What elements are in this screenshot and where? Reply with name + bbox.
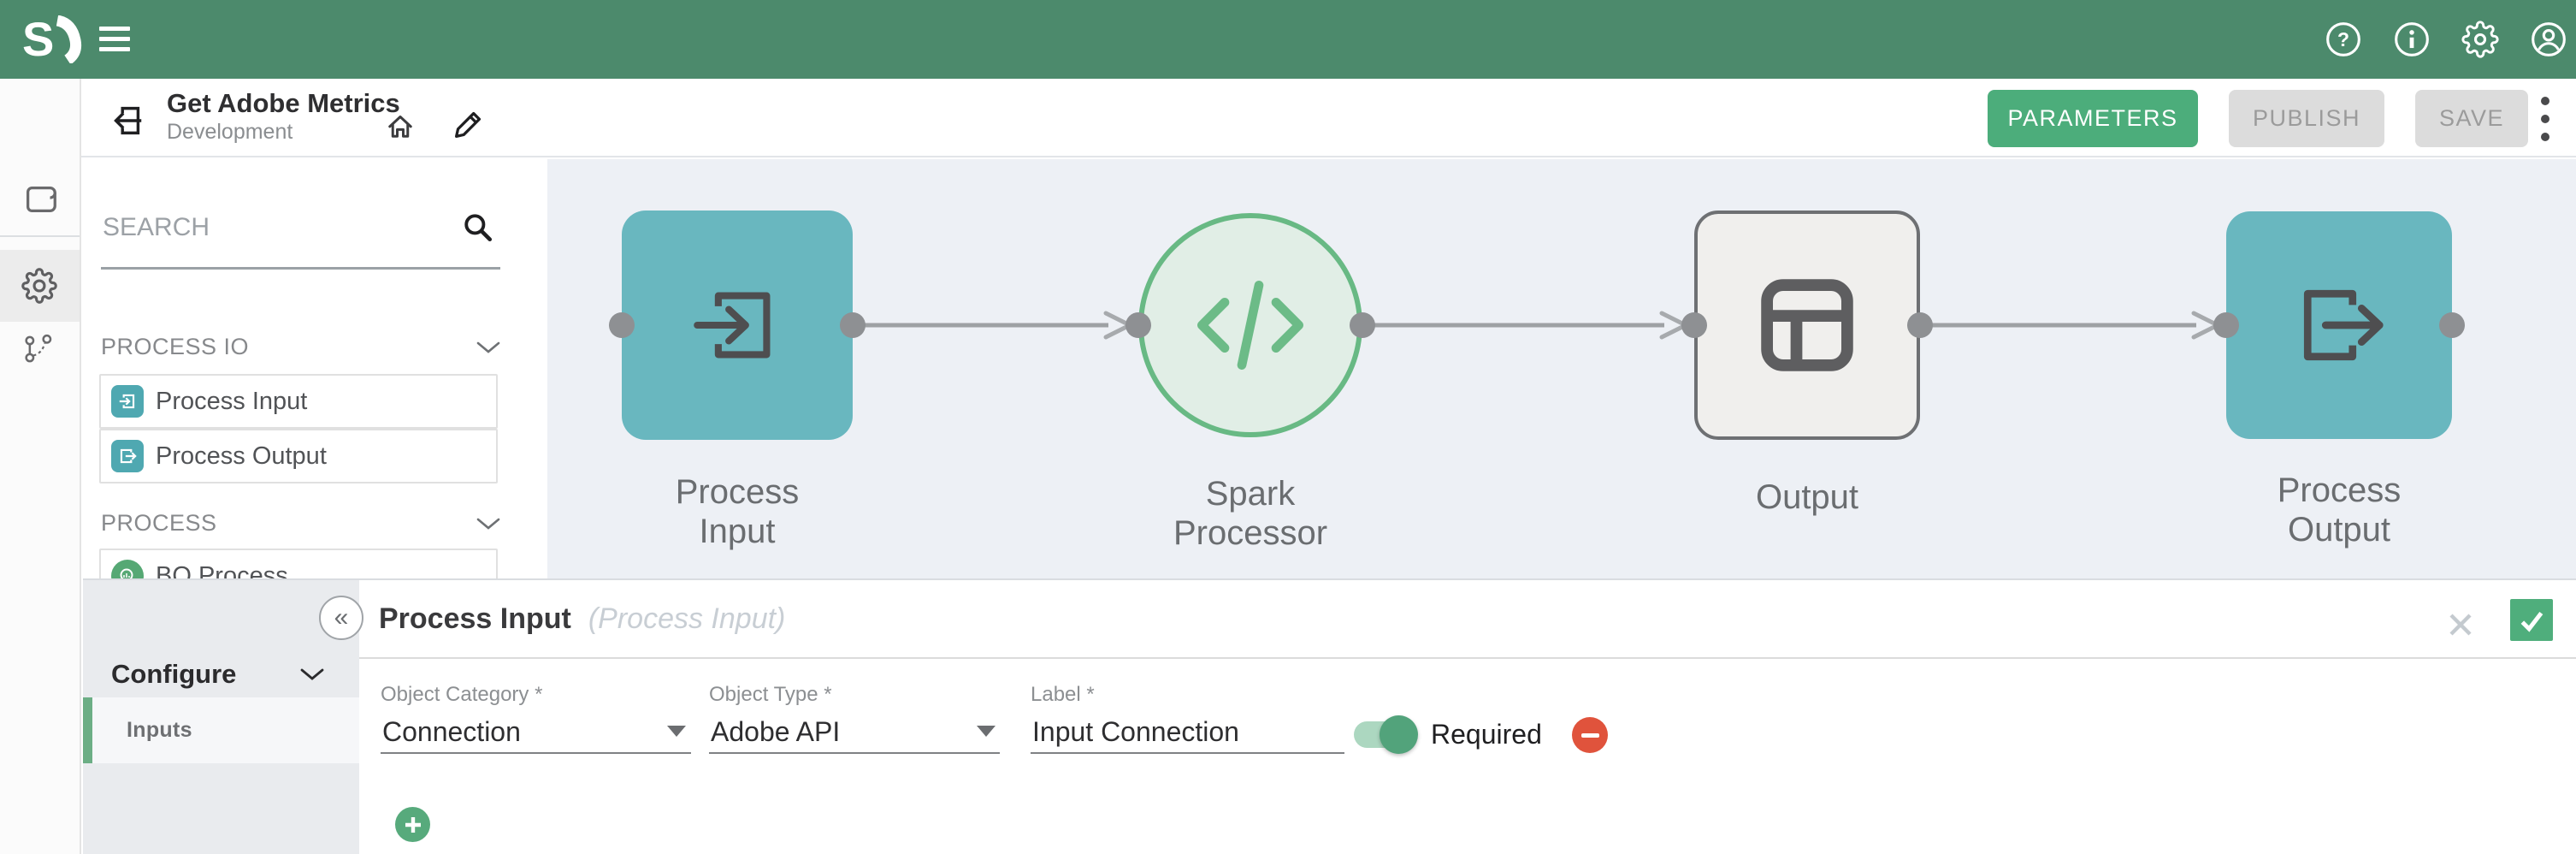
- port[interactable]: [840, 312, 866, 338]
- more-options-icon[interactable]: [2541, 97, 2549, 151]
- publish-button[interactable]: PUBLISH: [2229, 90, 2384, 147]
- node-process-output[interactable]: [2226, 211, 2452, 439]
- connection-edges[interactable]: [547, 159, 2576, 578]
- inspector-top-border: [83, 578, 2576, 580]
- palette-item-label: Process Input: [156, 387, 308, 415]
- port[interactable]: [2439, 312, 2465, 338]
- field-label: Label *: [1031, 683, 1095, 706]
- help-icon[interactable]: ?: [2325, 21, 2362, 58]
- process-header-bar: Get Adobe Metrics Development PARAMETERS…: [81, 79, 2576, 157]
- top-app-bar: S ?: [0, 0, 2576, 79]
- plus-icon: [405, 816, 421, 833]
- chevron-down-icon[interactable]: [476, 341, 501, 354]
- palette-item-process-output[interactable]: Process Output: [99, 429, 498, 483]
- chevron-down-icon[interactable]: [299, 667, 325, 681]
- port[interactable]: [1350, 312, 1375, 338]
- info-icon[interactable]: [2393, 21, 2431, 58]
- bq-process-icon: [111, 560, 144, 578]
- edit-pencil-icon[interactable]: [449, 104, 488, 144]
- configure-section[interactable]: Configure: [111, 659, 237, 689]
- environment-label: Development: [167, 120, 293, 144]
- settings-icon[interactable]: [2461, 21, 2499, 58]
- inspector-divider: [359, 657, 2576, 659]
- apply-button[interactable]: [2510, 599, 2553, 641]
- search-icon[interactable]: [459, 209, 497, 246]
- port[interactable]: [2213, 312, 2239, 338]
- process-output-icon: [2303, 289, 2384, 361]
- field-label: Object Category *: [381, 683, 543, 706]
- close-icon[interactable]: [2446, 610, 2475, 639]
- field-label: Object Type *: [709, 683, 832, 706]
- flow-canvas[interactable]: Process Input Spark Processor Output: [547, 159, 2576, 578]
- port[interactable]: [609, 312, 635, 338]
- port[interactable]: [1907, 312, 1933, 338]
- tab-label: Inputs: [127, 718, 192, 742]
- node-spark-processor[interactable]: [1138, 213, 1362, 437]
- dropdown-arrow-icon[interactable]: [977, 726, 996, 737]
- process-title-block: Get Adobe Metrics Development: [167, 88, 400, 145]
- required-label: Required: [1431, 719, 1542, 750]
- app-logo[interactable]: S: [22, 15, 86, 63]
- blueprints-icon[interactable]: [21, 180, 60, 219]
- section-header-process[interactable]: PROCESS: [101, 510, 217, 536]
- process-settings-icon: [21, 268, 57, 304]
- plugin-palette: PROCESS IO Process Input Process Output …: [83, 159, 547, 578]
- left-nav-rail: [0, 79, 81, 854]
- tab-inputs-selected[interactable]: Inputs: [83, 697, 359, 763]
- rail-item-configure-selected[interactable]: [0, 250, 80, 322]
- logo-letter: S: [22, 12, 54, 66]
- exit-process-icon[interactable]: [107, 101, 146, 140]
- port[interactable]: [1681, 312, 1707, 338]
- selected-tab-indicator: [83, 697, 92, 763]
- object-category-select[interactable]: [381, 715, 658, 749]
- node-label: Process Output: [2277, 471, 2402, 549]
- save-button[interactable]: SAVE: [2415, 90, 2528, 147]
- code-icon: [1197, 281, 1303, 370]
- search-input[interactable]: [101, 212, 464, 243]
- field-underline: [1031, 752, 1344, 754]
- home-icon[interactable]: [382, 108, 418, 144]
- inspector-header: Process Input (Process Input): [359, 580, 2576, 657]
- object-type-select[interactable]: [709, 715, 969, 749]
- logo-swoosh-icon: [56, 15, 82, 63]
- section-header-process-io[interactable]: PROCESS IO: [101, 334, 250, 359]
- collapse-glyph: «: [334, 603, 349, 632]
- parameters-button[interactable]: PARAMETERS: [1988, 90, 2198, 147]
- node-label: Output: [1755, 478, 1859, 516]
- chevron-down-icon[interactable]: [476, 517, 501, 531]
- palette-item-bq-process[interactable]: BQ Process: [99, 549, 498, 578]
- node-output[interactable]: [1694, 211, 1920, 440]
- page-title: Get Adobe Metrics: [167, 88, 400, 118]
- svg-text:?: ?: [2337, 28, 2349, 50]
- node-label: Spark Processor: [1173, 475, 1328, 552]
- port[interactable]: [1126, 312, 1151, 338]
- field-underline: [381, 752, 691, 754]
- required-toggle-thumb[interactable]: [1380, 715, 1418, 754]
- account-icon[interactable]: [2530, 21, 2567, 58]
- collapse-panel-button[interactable]: «: [319, 596, 363, 640]
- versions-branch-icon[interactable]: [21, 332, 55, 366]
- rail-divider: [0, 235, 80, 237]
- palette-item-process-input[interactable]: Process Input: [99, 374, 498, 429]
- process-input-icon: [694, 292, 771, 359]
- label-field[interactable]: [1031, 715, 1333, 749]
- palette-item-label: BQ Process: [156, 561, 288, 579]
- search-underline: [101, 267, 500, 270]
- dropdown-arrow-icon[interactable]: [667, 726, 686, 737]
- palette-item-label: Process Output: [156, 442, 327, 470]
- inspector-form: [359, 659, 2576, 854]
- process-input-icon: [111, 385, 144, 418]
- table-icon: [1761, 279, 1853, 371]
- minus-icon: [1580, 732, 1599, 738]
- field-underline: [709, 752, 1000, 754]
- add-input-button[interactable]: [395, 807, 430, 842]
- node-process-input[interactable]: [622, 211, 853, 440]
- process-output-icon: [111, 440, 144, 472]
- inspector-title: Process Input: [379, 602, 571, 635]
- node-label: Process Input: [675, 473, 800, 550]
- remove-input-button[interactable]: [1572, 717, 1608, 753]
- menu-icon[interactable]: [99, 27, 130, 57]
- check-icon: [2520, 611, 2544, 632]
- inspector-title-placeholder: (Process Input): [588, 602, 786, 635]
